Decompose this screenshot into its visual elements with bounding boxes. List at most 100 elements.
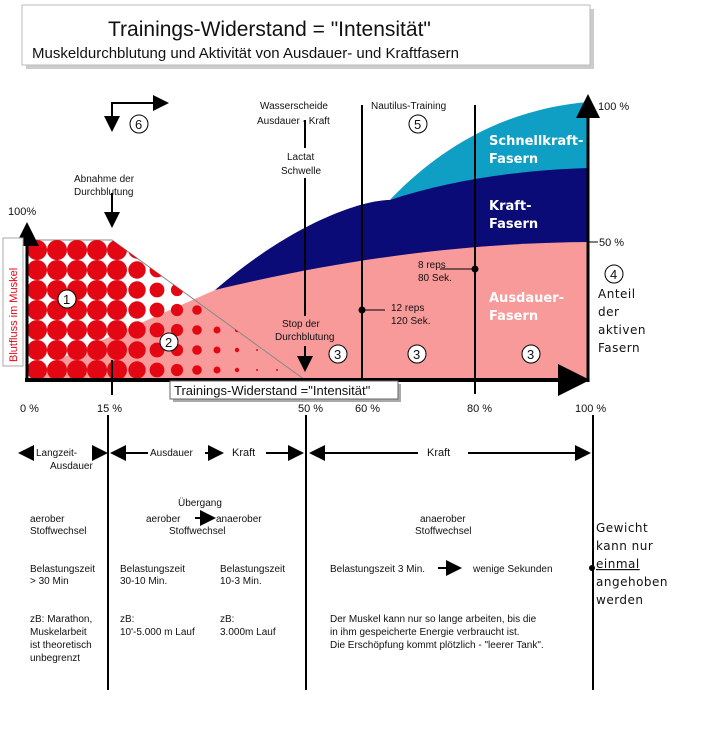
ausdauer-label: Fasern (489, 309, 538, 324)
marker-3: 3 (328, 344, 348, 364)
blood-flow-dot (67, 360, 87, 380)
row4-c3: Der Muskel kann nur so lange arbeiten, b… (330, 614, 537, 625)
y-right-50: 50 % (599, 237, 624, 249)
svg-text:3: 3 (527, 347, 534, 362)
blood-flow-dot (47, 240, 67, 260)
blood-flow-dot (170, 363, 184, 377)
gewicht-text: Gewicht (596, 521, 648, 535)
blood-flow-dot (27, 280, 47, 300)
schnellkraft-label: Schnellkraft- (489, 134, 583, 149)
row1-kraft: Kraft (232, 447, 255, 459)
blood-flow-dot (213, 326, 221, 334)
blood-flow-dot (27, 260, 47, 280)
blood-flow-dot (256, 369, 258, 371)
row3-c3b: wenige Sekunden (472, 564, 553, 575)
row4-c1: unbegrenzt (30, 653, 80, 664)
marker-5: 5 (408, 114, 428, 134)
row4-c2a: 10'-5.000 m Lauf (120, 627, 195, 638)
stop-label: Stop der (282, 319, 320, 330)
anteil-label: aktiven (598, 323, 646, 337)
blood-flow-dot (47, 260, 67, 280)
blood-flow-dot (27, 360, 47, 380)
blood-flow-dot (87, 340, 107, 360)
row2-aerober: aerober (146, 514, 181, 525)
stop-label: Durchblutung (275, 332, 334, 343)
blood-flow-dot (87, 240, 107, 260)
blood-flow-dot (27, 300, 47, 320)
row1-ausdauer: Ausdauer (150, 448, 193, 459)
blood-flow-dot (170, 323, 184, 337)
x-axis-title: Trainings-Widerstand ="Intensität" (174, 383, 371, 398)
blood-flow-dot (107, 300, 127, 320)
anteil-label: Fasern (598, 341, 640, 355)
blood-flow-dot (47, 340, 67, 360)
blood-flow-dot (149, 302, 165, 318)
blood-flow-dot (107, 240, 127, 260)
row2-stoffwechsel: Stoffwechsel (169, 526, 226, 537)
row2-c1: Stoffwechsel (30, 526, 87, 537)
kraft-area (215, 168, 588, 292)
blood-flow-dot (234, 347, 240, 353)
gewicht-text: einmal (596, 557, 640, 571)
blood-flow-dot (256, 349, 258, 351)
nautilus-label: Nautilus-Training (371, 101, 446, 112)
reps8-label: 8 reps (418, 260, 446, 271)
schnellkraft-label: Fasern (489, 152, 538, 167)
kraft-label: Fasern (489, 217, 538, 232)
blood-flow-dot (213, 366, 221, 374)
row2-c1: aerober (30, 514, 65, 525)
blood-flow-dot (234, 367, 240, 373)
row4-c2b: zB: (220, 614, 234, 625)
x-tick: 0 % (20, 403, 39, 415)
blood-flow-dot (128, 361, 146, 379)
abnahme-label: Durchblutung (74, 187, 133, 198)
row1-langzeit: Langzeit- (36, 448, 77, 459)
row1-langzeit: Ausdauer (50, 461, 93, 472)
svg-text:2: 2 (165, 335, 172, 350)
marker-4: 4 (604, 264, 624, 284)
x-tick: 60 % (355, 403, 380, 415)
row3-c3a: Belastungszeit 3 Min. (330, 564, 425, 575)
subtitle: Muskeldurchblutung und Aktivität von Aus… (32, 45, 459, 62)
blood-flow-dot (87, 280, 107, 300)
blood-flow-dot (27, 240, 47, 260)
row3-c2a: 30-10 Min. (120, 576, 167, 587)
blood-flow-dot (192, 305, 202, 315)
blood-flow-dot (128, 341, 146, 359)
x-tick: 50 % (298, 403, 323, 415)
lactat-label: Lactat (287, 152, 314, 163)
blood-flow-dot (47, 360, 67, 380)
marker-3: 3 (407, 344, 427, 364)
stop-bg (276, 316, 334, 346)
gewicht-text: angehoben (596, 575, 668, 589)
x-tick: 15 % (97, 403, 122, 415)
row4-c3: in ihm gespeicherte Energie verbraucht i… (330, 627, 520, 638)
row4-c3: Die Erschöpfung kommt plötzlich - "leere… (330, 640, 544, 651)
svg-text:3: 3 (334, 347, 341, 362)
reps12-label: 120 Sek. (391, 316, 430, 327)
wasserscheide-label: Wasserscheide (260, 101, 328, 112)
row2-uebergang: Übergang (178, 497, 222, 509)
blood-flow-dot (192, 345, 202, 355)
row4-c1: ist theoretisch (30, 640, 92, 651)
row3-c1: > 30 Min (30, 576, 69, 587)
blood-flow-dot (27, 320, 47, 340)
y-left-100: 100% (8, 206, 36, 218)
blood-flow-dot (87, 260, 107, 280)
blood-flow-dot (67, 240, 87, 260)
blood-flow-dot (47, 320, 67, 340)
blood-flow-dot (128, 321, 146, 339)
blood-flow-dot (192, 365, 202, 375)
marker-3: 3 (521, 344, 541, 364)
y-right-100: 100 % (598, 101, 629, 113)
blood-flow-dot (149, 322, 165, 338)
blood-flow-dot (192, 325, 202, 335)
blood-flow-dot (107, 320, 127, 340)
blood-flow-dot (87, 360, 107, 380)
row1-kraft: Kraft (427, 447, 450, 459)
reps12-label: 12 reps (391, 303, 424, 314)
ausdauer-label: Ausdauer- (489, 291, 564, 306)
blood-flow-dot (87, 320, 107, 340)
x-tick: 100 % (575, 403, 606, 415)
